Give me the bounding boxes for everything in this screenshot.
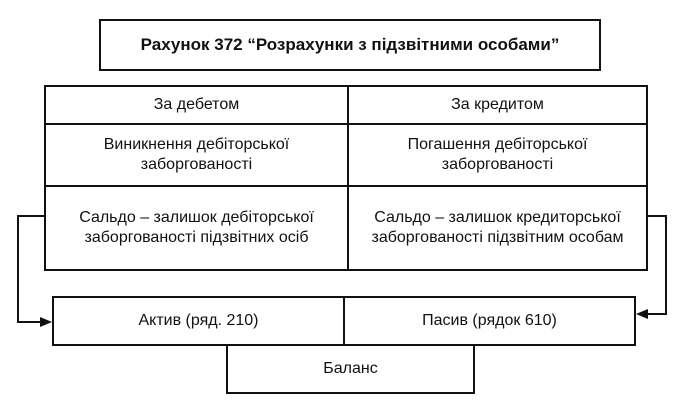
asset-box: Актив (ряд. 210) xyxy=(52,296,345,346)
account-title: Рахунок 372 “Розрахунки з підзвітними ос… xyxy=(99,19,601,71)
debit-row-increase: Виникнення дебіторської заборгованості xyxy=(44,123,349,187)
debit-header: За дебетом xyxy=(44,85,349,125)
debit-to-asset-arrowhead xyxy=(40,317,52,327)
credit-to-liability-arrowhead xyxy=(636,309,648,319)
credit-header: За кредитом xyxy=(347,85,648,125)
credit-row-repayment: Погашення дебіторської заборгованості xyxy=(347,123,648,187)
credit-balance-cell: Сальдо – залишок кредиторської заборгова… xyxy=(347,185,648,271)
debit-balance-cell: Сальдо – залишок дебіторської заборгован… xyxy=(44,185,349,271)
liability-box: Пасив (рядок 610) xyxy=(343,296,636,346)
balance-box: Баланс xyxy=(226,344,475,394)
